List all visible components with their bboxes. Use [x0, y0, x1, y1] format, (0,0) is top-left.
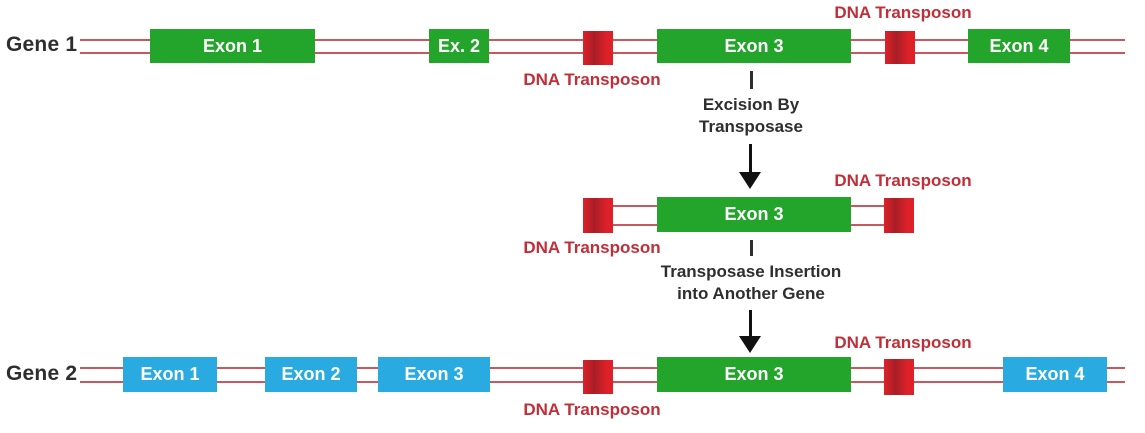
gene2-exon4-box: Exon 4	[1003, 357, 1107, 392]
gene2-transposon2-box	[884, 359, 914, 395]
gene2-transposon1-box	[583, 360, 613, 394]
gene1-exon2-label: Ex. 2	[437, 35, 481, 56]
gene2-label: Gene 2	[6, 362, 78, 385]
gene2-exon3-box: Exon 3	[378, 357, 490, 392]
excision-step-line1: Excision By	[702, 95, 800, 114]
insertion-step-line2: into Another Gene	[677, 284, 825, 303]
insertion-step-label: Transposase Insertion into Another Gene	[601, 261, 901, 305]
excised-exon3-box: Exon 3	[657, 197, 851, 232]
excised-left-transposon-label: DNA Transposon	[523, 238, 661, 257]
excision-step-line2: Transposase	[699, 117, 803, 136]
gene2-exon4-label: Exon 4	[1025, 364, 1085, 384]
gene1-exon4-label: Exon 4	[989, 35, 1049, 56]
excision-arrow-shaft	[749, 144, 752, 173]
gene2-inserted-exon3-box: Exon 3	[657, 357, 851, 392]
gene2-transposon2-label: DNA Transposon	[834, 333, 972, 352]
gene2-exon2-box: Exon 2	[265, 357, 357, 392]
gene1-exon3-box: Exon 3	[657, 29, 851, 63]
excision-tick-line	[750, 71, 753, 89]
excised-left-strand-bottom-line	[613, 224, 657, 226]
gene1-exon2-box: Ex. 2	[429, 29, 489, 63]
gene1-exon3-label: Exon 3	[724, 35, 784, 56]
insertion-arrow-head-icon	[739, 336, 761, 353]
excised-right-transposon-label: DNA Transposon	[834, 171, 972, 190]
gene2-exon1-box: Exon 1	[123, 357, 217, 392]
insertion-step-line1: Transposase Insertion	[660, 262, 842, 281]
gene1-exon4-box: Exon 4	[968, 29, 1070, 63]
excised-right-strand-top-line	[851, 205, 884, 207]
gene1-transposon1-box	[583, 31, 613, 65]
gene2-transposon1-label: DNA Transposon	[523, 400, 661, 419]
insertion-tick-line	[750, 240, 753, 256]
gene1-transposon1-label: DNA Transposon	[523, 70, 661, 89]
excised-right-strand-bottom-line	[851, 224, 884, 226]
excision-arrow-head-icon	[739, 172, 761, 189]
excised-left-strand-top-line	[613, 205, 657, 207]
excised-exon3-label: Exon 3	[724, 204, 784, 224]
gene1-label: Gene 1	[6, 33, 78, 56]
gene2-exon3-label: Exon 3	[404, 364, 464, 384]
gene2-inserted-exon3-label: Exon 3	[724, 364, 784, 384]
excision-step-label: Excision By Transposase	[601, 94, 901, 138]
gene2-exon2-label: Exon 2	[281, 364, 341, 384]
insertion-arrow-shaft	[749, 310, 752, 337]
gene1-exon1-label: Exon 1	[202, 35, 263, 56]
excised-right-transposon-box	[884, 198, 914, 233]
excised-left-transposon-box	[583, 198, 613, 233]
gene1-transposon2-box	[885, 31, 915, 64]
gene2-exon1-label: Exon 1	[140, 364, 200, 384]
gene1-transposon2-label: DNA Transposon	[834, 3, 972, 22]
gene1-exon1-box: Exon 1	[150, 29, 315, 63]
